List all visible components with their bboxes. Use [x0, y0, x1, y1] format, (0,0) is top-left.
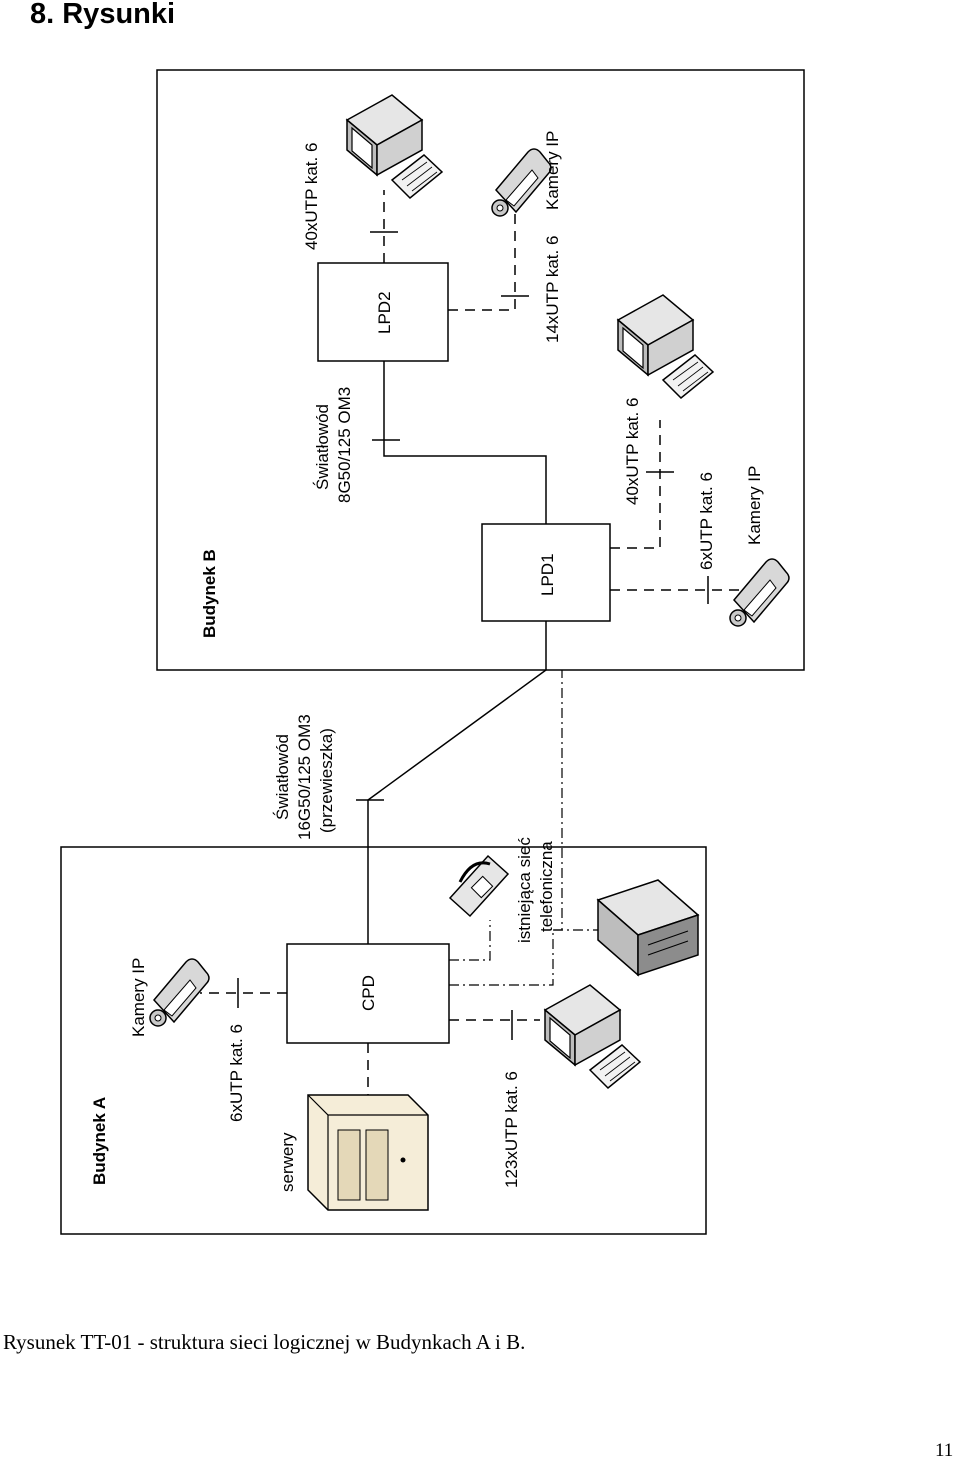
lpd1-label: LPD1 — [538, 553, 557, 596]
phone-icon — [448, 854, 510, 918]
network-diagram: Budynek B Budynek A LPD2 LPD1 CPD 40xUTP… — [60, 69, 805, 1235]
page-number: 11 — [935, 1440, 954, 1461]
lpd1-cam-cable-label: 6xUTP kat. 6 — [697, 472, 716, 570]
phone-network-label-2: telefoniczna — [537, 841, 556, 932]
building-b-title: Budynek B — [200, 549, 219, 638]
fiber-link-label-1: Światłowód — [273, 734, 292, 820]
building-a-title: Budynek A — [90, 1097, 109, 1185]
building-a-box — [60, 846, 707, 1235]
fiber-link-label-2: 16G50/125 OM3 — [295, 714, 314, 840]
camera-icon — [729, 558, 790, 627]
cpd-label: CPD — [359, 975, 378, 1011]
pc-a-cable-label: 123xUTP kat. 6 — [502, 1071, 521, 1188]
page-heading: 8. Rysunki — [30, 0, 176, 30]
pc-icon — [617, 294, 714, 399]
lpd1-pc-cable-label: 40xUTP kat. 6 — [623, 398, 642, 505]
lpd2-pc-cable-label: 40xUTP kat. 6 — [302, 143, 321, 250]
pc-icon — [544, 984, 641, 1089]
fiber-link-lpd1-lpd2 — [383, 361, 547, 524]
phone-network-label-1: istniejąca sieć — [515, 837, 534, 943]
camera-a-label: Kamery IP — [129, 958, 148, 1037]
phone-network-line — [449, 920, 491, 961]
lpd2-label: LPD2 — [375, 291, 394, 334]
building-b-box — [156, 69, 805, 671]
lpd2-cameras-label: Kamery IP — [543, 131, 562, 210]
fiber-b-label-1: Światłowód — [313, 404, 332, 490]
camera-a-cable-label: 6xUTP kat. 6 — [227, 1024, 246, 1122]
lpd2-box — [317, 262, 449, 362]
fiber-b-label-2: 8G50/125 OM3 — [335, 387, 354, 503]
fiber-link-cpd-lpd1 — [367, 621, 547, 944]
pbx-icon — [597, 879, 699, 976]
lpd2-cam-cable-label: 14xUTP kat. 6 — [543, 236, 562, 343]
pc-icon — [346, 94, 443, 199]
servers-label: serwery — [278, 1132, 297, 1192]
figure-caption: Rysunek TT-01 - struktura sieci logiczne… — [3, 1330, 526, 1354]
server-icon — [307, 1094, 429, 1211]
lpd1-cameras-label: Kamery IP — [745, 466, 764, 545]
cpd-box — [286, 943, 450, 1044]
fiber-link-label-3: (przewieszka) — [317, 728, 336, 833]
lpd2-camera-link — [448, 210, 516, 311]
